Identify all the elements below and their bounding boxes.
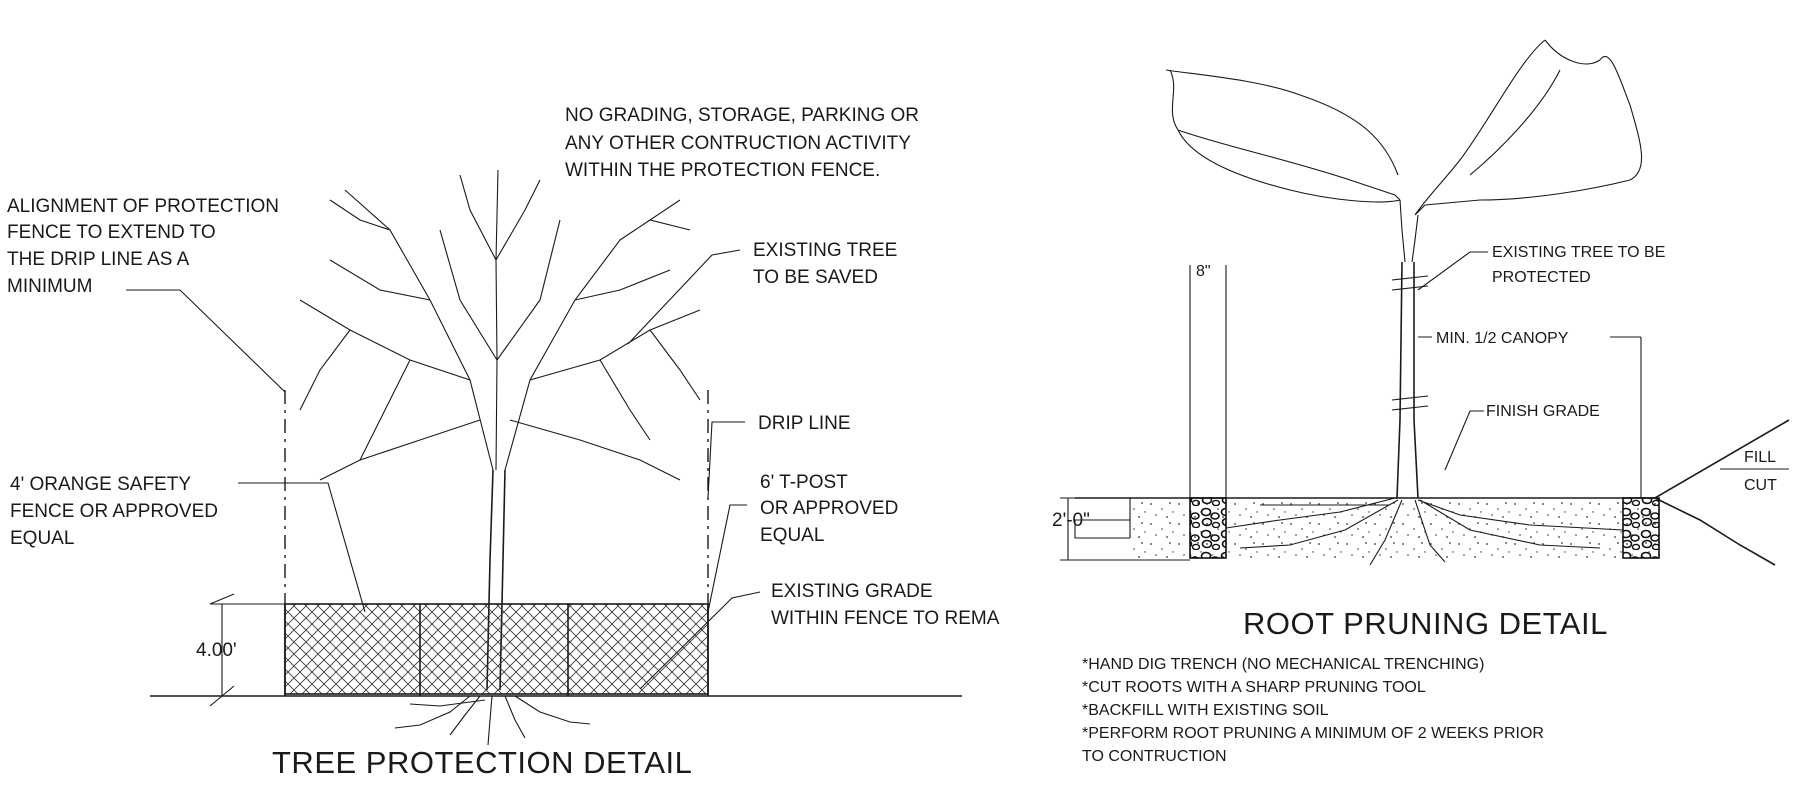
orange-safety-fence <box>284 603 709 695</box>
leader-drip-line <box>707 421 745 499</box>
leader-alignment <box>126 289 286 393</box>
existing-tree-drawing-right <box>1165 39 1643 499</box>
trench-depth-dimension <box>1060 497 1190 561</box>
note-no-grading: NO GRADING, STORAGE, PARKING OR ANY OTHE… <box>565 105 924 181</box>
note-cut: CUT <box>1744 477 1777 494</box>
leader-existing-tree-right <box>1417 251 1488 291</box>
note-tpost: 6' T-POST OR APPROVED EQUAL <box>760 472 904 546</box>
root-pruning-notes: *HAND DIG TRENCH (NO MECHANICAL TRENCHIN… <box>1082 656 1548 765</box>
root-pruning-detail: 8" 2'-0" EXISTING TREE TO BE PROTECTED M… <box>1052 39 1790 765</box>
trench-width-label: 8" <box>1196 263 1211 280</box>
trench-left <box>1189 497 1227 559</box>
cut-line <box>1654 497 1776 566</box>
note-canopy: MIN. 1/2 CANOPY <box>1436 330 1569 347</box>
note-existing-grade: EXISTING GRADE WITHIN FENCE TO REMA <box>771 581 1000 629</box>
fence-height-label: 4.00' <box>196 640 237 661</box>
note-fill: FILL <box>1744 449 1776 466</box>
note-orange-fence: 4' ORANGE SAFETY FENCE OR APPROVED EQUAL <box>10 474 223 549</box>
trench-right <box>1622 497 1660 559</box>
tree-protection-title: TREE PROTECTION DETAIL <box>272 745 692 780</box>
leader-finish-grade <box>1444 410 1484 471</box>
root-system <box>1225 497 1624 566</box>
leader-tpost <box>707 504 747 613</box>
leader-existing-tree <box>627 249 741 345</box>
note-existing-tree-right: EXISTING TREE TO BE PROTECTED <box>1492 244 1670 286</box>
soil-outline <box>1074 498 1131 539</box>
fence-height-dimension <box>209 593 285 707</box>
tree-protection-detail: 4.00' NO GRADING, STORAGE, PARKING OR AN… <box>7 105 1000 780</box>
note-drip-line: DRIP LINE <box>758 413 851 434</box>
note-existing-tree: EXISTING TREE TO BE SAVED <box>753 240 903 288</box>
root-pruning-title: ROOT PRUNING DETAIL <box>1243 606 1608 641</box>
trench-width-dimension <box>1189 265 1227 498</box>
trench-depth-label: 2'-0" <box>1052 510 1090 531</box>
note-finish-grade: FINISH GRADE <box>1486 403 1600 420</box>
finish-grade-line <box>1075 419 1790 499</box>
leader-existing-grade <box>639 591 761 690</box>
note-alignment: ALIGNMENT OF PROTECTION FENCE TO EXTEND … <box>7 196 284 297</box>
leader-orange-fence <box>238 482 366 613</box>
